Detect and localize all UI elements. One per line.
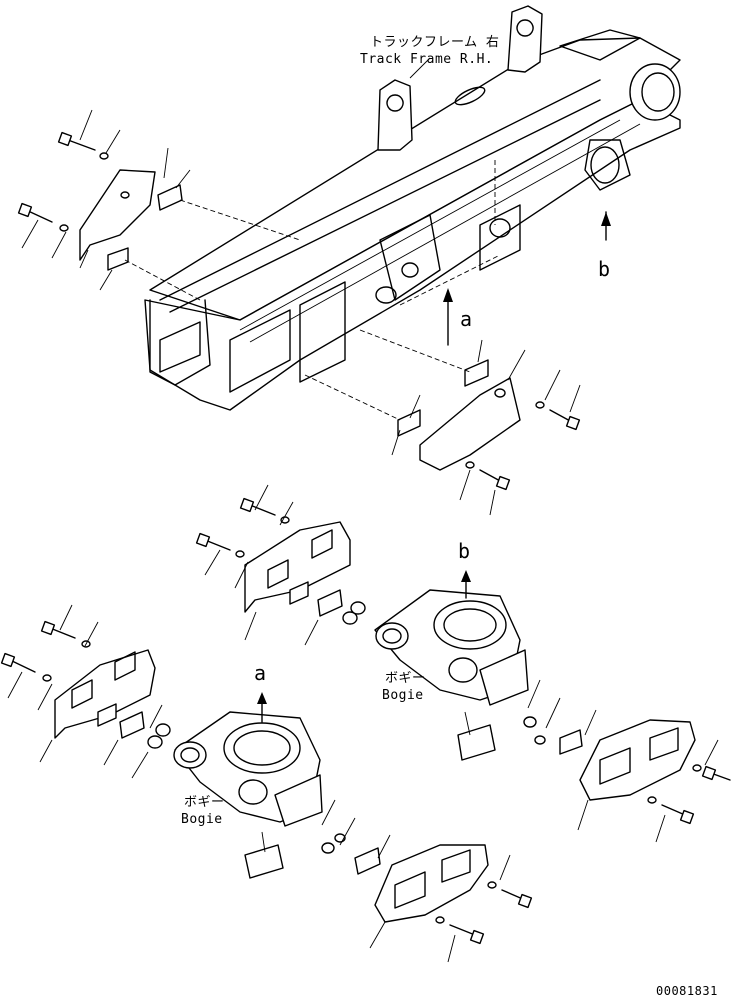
bogie-a [173, 711, 323, 879]
upper-left-hardware [17, 109, 301, 301]
drawing-number: 00081831 [656, 984, 718, 998]
arrow-a-top-label: a [460, 307, 473, 331]
arrow-b-bottom [461, 570, 471, 599]
arrow-b-bottom-label: b [458, 539, 471, 563]
arrow-a-top [443, 288, 453, 346]
bogie-b-label-en: Bogie [382, 688, 424, 703]
track-frame-label-en: Track Frame R.H. [360, 52, 494, 67]
bogie-b [374, 589, 529, 761]
bogie-a-left-guard [0, 604, 171, 779]
arrow-b-top [601, 211, 611, 241]
track-frame [144, 5, 681, 411]
arrow-b-top-label: b [598, 257, 611, 281]
bogie-b-label-jp: ボギー [385, 671, 426, 686]
bogie-a-label-jp: ボギー [184, 795, 225, 810]
bogie-a-label-en: Bogie [181, 812, 223, 827]
track-frame-leader [409, 57, 431, 79]
bogie-a-right-guard [321, 799, 533, 963]
track-frame-label-jp: トラックフレーム 右 [370, 35, 500, 50]
bogie-b-left-guard [195, 484, 366, 646]
middle-right-hardware [304, 329, 581, 516]
bogie-b-right-guard [523, 679, 731, 843]
arrow-a-bottom-label: a [254, 661, 267, 685]
arrow-a-bottom [257, 692, 267, 723]
